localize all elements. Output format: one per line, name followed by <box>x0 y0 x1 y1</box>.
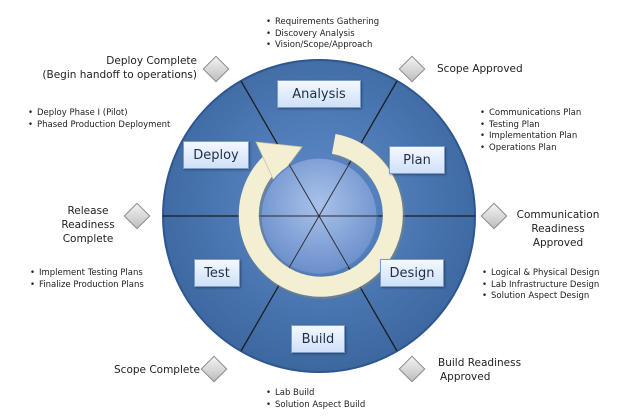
activities-plan: Communications Plan Testing Plan Impleme… <box>480 108 581 154</box>
list-item: Discovery Analysis <box>266 29 379 41</box>
milestone-line: Readiness <box>531 223 585 235</box>
phase-plan[interactable]: Plan <box>389 146 445 174</box>
diamond-scope-complete <box>200 355 228 383</box>
activities-build: Lab Build Solution Aspect Build <box>266 388 365 411</box>
milestone-line: Deploy Complete <box>106 55 197 67</box>
list-item: Implement Testing Plans <box>30 268 144 280</box>
cycle-arrow-band-fill <box>238 134 403 297</box>
inner-dividers <box>261 165 377 267</box>
list-item: Operations Plan <box>480 143 581 155</box>
list-item: Vision/Scope/Approach <box>266 40 379 52</box>
milestone-deploy-complete: Deploy Complete (Begin handoff to operat… <box>42 54 197 82</box>
cycle-arrow-head <box>255 141 303 184</box>
milestone-diamonds <box>123 55 508 383</box>
activities-analysis: Requirements Gathering Discovery Analysi… <box>266 17 379 52</box>
activities-design: Logical & Physical Design Lab Infrastruc… <box>482 268 599 303</box>
list-item: Communications Plan <box>480 108 581 120</box>
list-item: Lab Build <box>266 388 365 400</box>
list-item: Solution Aspect Build <box>266 400 365 412</box>
milestone-line: Build Readiness <box>438 357 522 369</box>
milestone-communication-readiness: Communication Readiness Approved <box>512 208 604 250</box>
milestone-scope-approved: Scope Approved <box>437 63 523 75</box>
diamond-build-readiness <box>398 355 426 383</box>
diamond-deploy-complete <box>202 55 230 83</box>
milestone-build-readiness: Build Readiness Approved <box>438 356 521 384</box>
list-item: Implementation Plan <box>480 131 581 143</box>
diamond-communication-readiness <box>480 202 508 230</box>
milestone-line: Approved <box>440 371 491 383</box>
list-item: Requirements Gathering <box>266 17 379 29</box>
activities-test: Implement Testing Plans Finalize Product… <box>30 268 144 291</box>
list-item: Deploy Phase I (Pilot) <box>28 108 170 120</box>
activities-deploy: Deploy Phase I (Pilot) Phased Production… <box>28 108 170 131</box>
diamond-scope-approved <box>398 55 426 83</box>
diamond-release-readiness <box>123 202 151 230</box>
phase-deploy[interactable]: Deploy <box>183 141 249 169</box>
milestone-line: Communication <box>516 209 600 221</box>
milestone-line: Complete <box>62 233 114 245</box>
list-item: Lab Infrastructure Design <box>482 280 599 292</box>
phase-test[interactable]: Test <box>194 259 240 287</box>
phase-build[interactable]: Build <box>291 325 345 353</box>
list-item: Testing Plan <box>480 120 581 132</box>
milestone-line: Approved <box>532 237 584 249</box>
list-item: Solution Aspect Design <box>482 291 599 303</box>
list-item: Phased Production Deployment <box>28 120 170 132</box>
milestone-line: Readiness <box>61 219 115 231</box>
milestone-line: Release <box>67 205 109 217</box>
list-item: Logical & Physical Design <box>482 268 599 280</box>
milestone-line: (Begin handoff to operations) <box>42 69 197 81</box>
cycle-arrow <box>238 134 405 299</box>
milestone-release-readiness: Release Readiness Complete <box>48 204 128 246</box>
phase-design[interactable]: Design <box>380 259 444 287</box>
list-item: Finalize Production Plans <box>30 280 144 292</box>
milestone-scope-complete: Scope Complete <box>114 364 200 376</box>
phase-analysis[interactable]: Analysis <box>277 80 361 108</box>
